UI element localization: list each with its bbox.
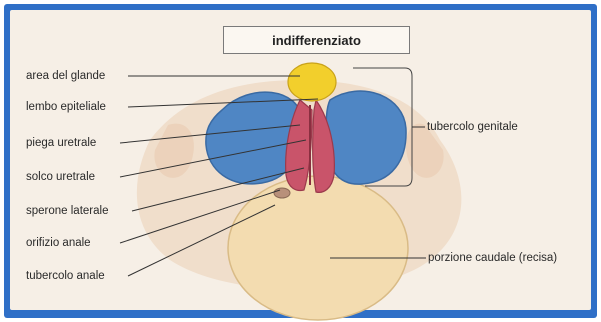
anal-orifice — [274, 188, 290, 198]
label-solco-uretrale: solco uretrale — [26, 170, 95, 184]
caudal-portion — [228, 176, 408, 320]
label-area-glande: area del glande — [26, 69, 105, 83]
diagram-title: indifferenziato — [223, 26, 410, 54]
label-tubercolo-genitale: tubercolo genitale — [427, 120, 518, 134]
label-piega-uretrale: piega uretrale — [26, 136, 96, 150]
glans-area — [288, 63, 336, 101]
right-labioscrotal-swelling — [326, 91, 406, 184]
label-lembo-epiteliale: lembo epiteliale — [26, 100, 106, 114]
label-sperone-laterale: sperone laterale — [26, 204, 108, 218]
label-tubercolo-anale: tubercolo anale — [26, 269, 105, 283]
label-orifizio-anale: orifizio anale — [26, 236, 91, 250]
label-porzione-caudale: porzione caudale (recisa) — [428, 251, 557, 265]
